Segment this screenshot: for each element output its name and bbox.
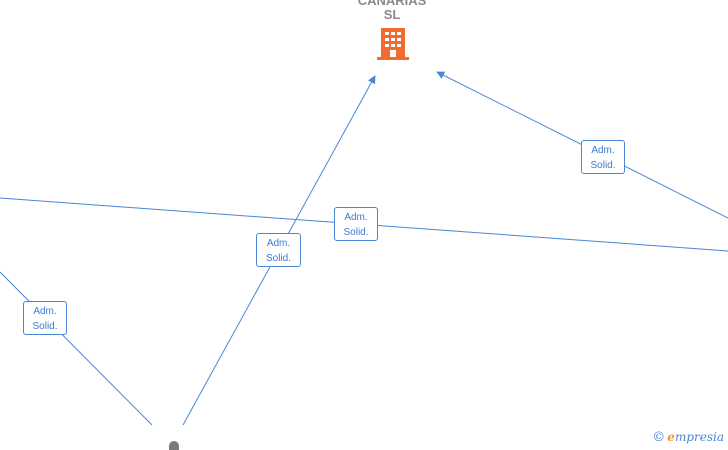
- edge-label: Adm. Solid.: [581, 140, 625, 174]
- edge-label: Adm. Solid.: [334, 207, 378, 241]
- brand-name: mpresia: [674, 430, 724, 444]
- edge-label: Adm. Solid.: [23, 301, 67, 335]
- building-icon[interactable]: [377, 28, 409, 60]
- brand-first-letter: e: [667, 430, 675, 444]
- company-name-line2: SL: [383, 7, 401, 22]
- edge-label-line2: Solid.: [343, 227, 369, 238]
- edge-line: [0, 271, 153, 426]
- edge-label-line1: Adm.: [33, 306, 57, 317]
- edge-label-line2: Solid.: [32, 321, 58, 332]
- copyright-icon: ©: [652, 430, 666, 445]
- edge-label-line1: Adm.: [344, 212, 368, 223]
- company-name[interactable]: CANARIAS SL: [334, 0, 450, 22]
- edge-label-line2: Solid.: [590, 160, 616, 171]
- brand-logo: ©empresia: [652, 430, 724, 445]
- edge-label: Adm. Solid.: [256, 233, 301, 267]
- edge-label-line2: Solid.: [265, 253, 291, 264]
- edge-label-line1: Adm.: [266, 238, 291, 249]
- person-node-icon[interactable]: [169, 441, 179, 450]
- company-name-line1: CANARIAS: [357, 0, 427, 8]
- edge-label-line1: Adm.: [591, 145, 615, 156]
